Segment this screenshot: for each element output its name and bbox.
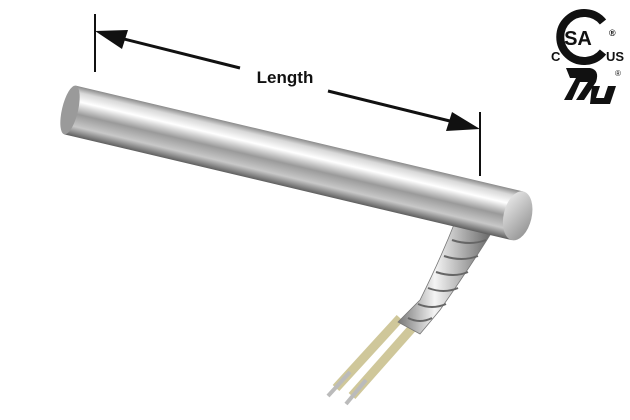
svg-text:SA: SA	[564, 28, 592, 50]
ur-logo: ® UR	[0, 0, 621, 104]
svg-text:®: ®	[609, 28, 616, 38]
arrow-left-icon	[95, 30, 128, 49]
armored-sheath	[397, 221, 491, 335]
svg-text:®: ®	[615, 69, 621, 78]
svg-text:US: US	[606, 49, 624, 64]
csa-logo: SA ® C US	[551, 9, 624, 65]
svg-text:UR: UR	[0, 0, 2, 1]
length-label: Length	[257, 68, 314, 87]
rod-left-end	[60, 85, 80, 135]
length-dimension	[94, 14, 481, 176]
arrow-right-icon	[446, 112, 480, 131]
heater-rod	[60, 85, 533, 241]
lead-wires	[326, 314, 418, 406]
svg-text:C: C	[551, 49, 561, 64]
rod-right-end	[502, 191, 533, 241]
